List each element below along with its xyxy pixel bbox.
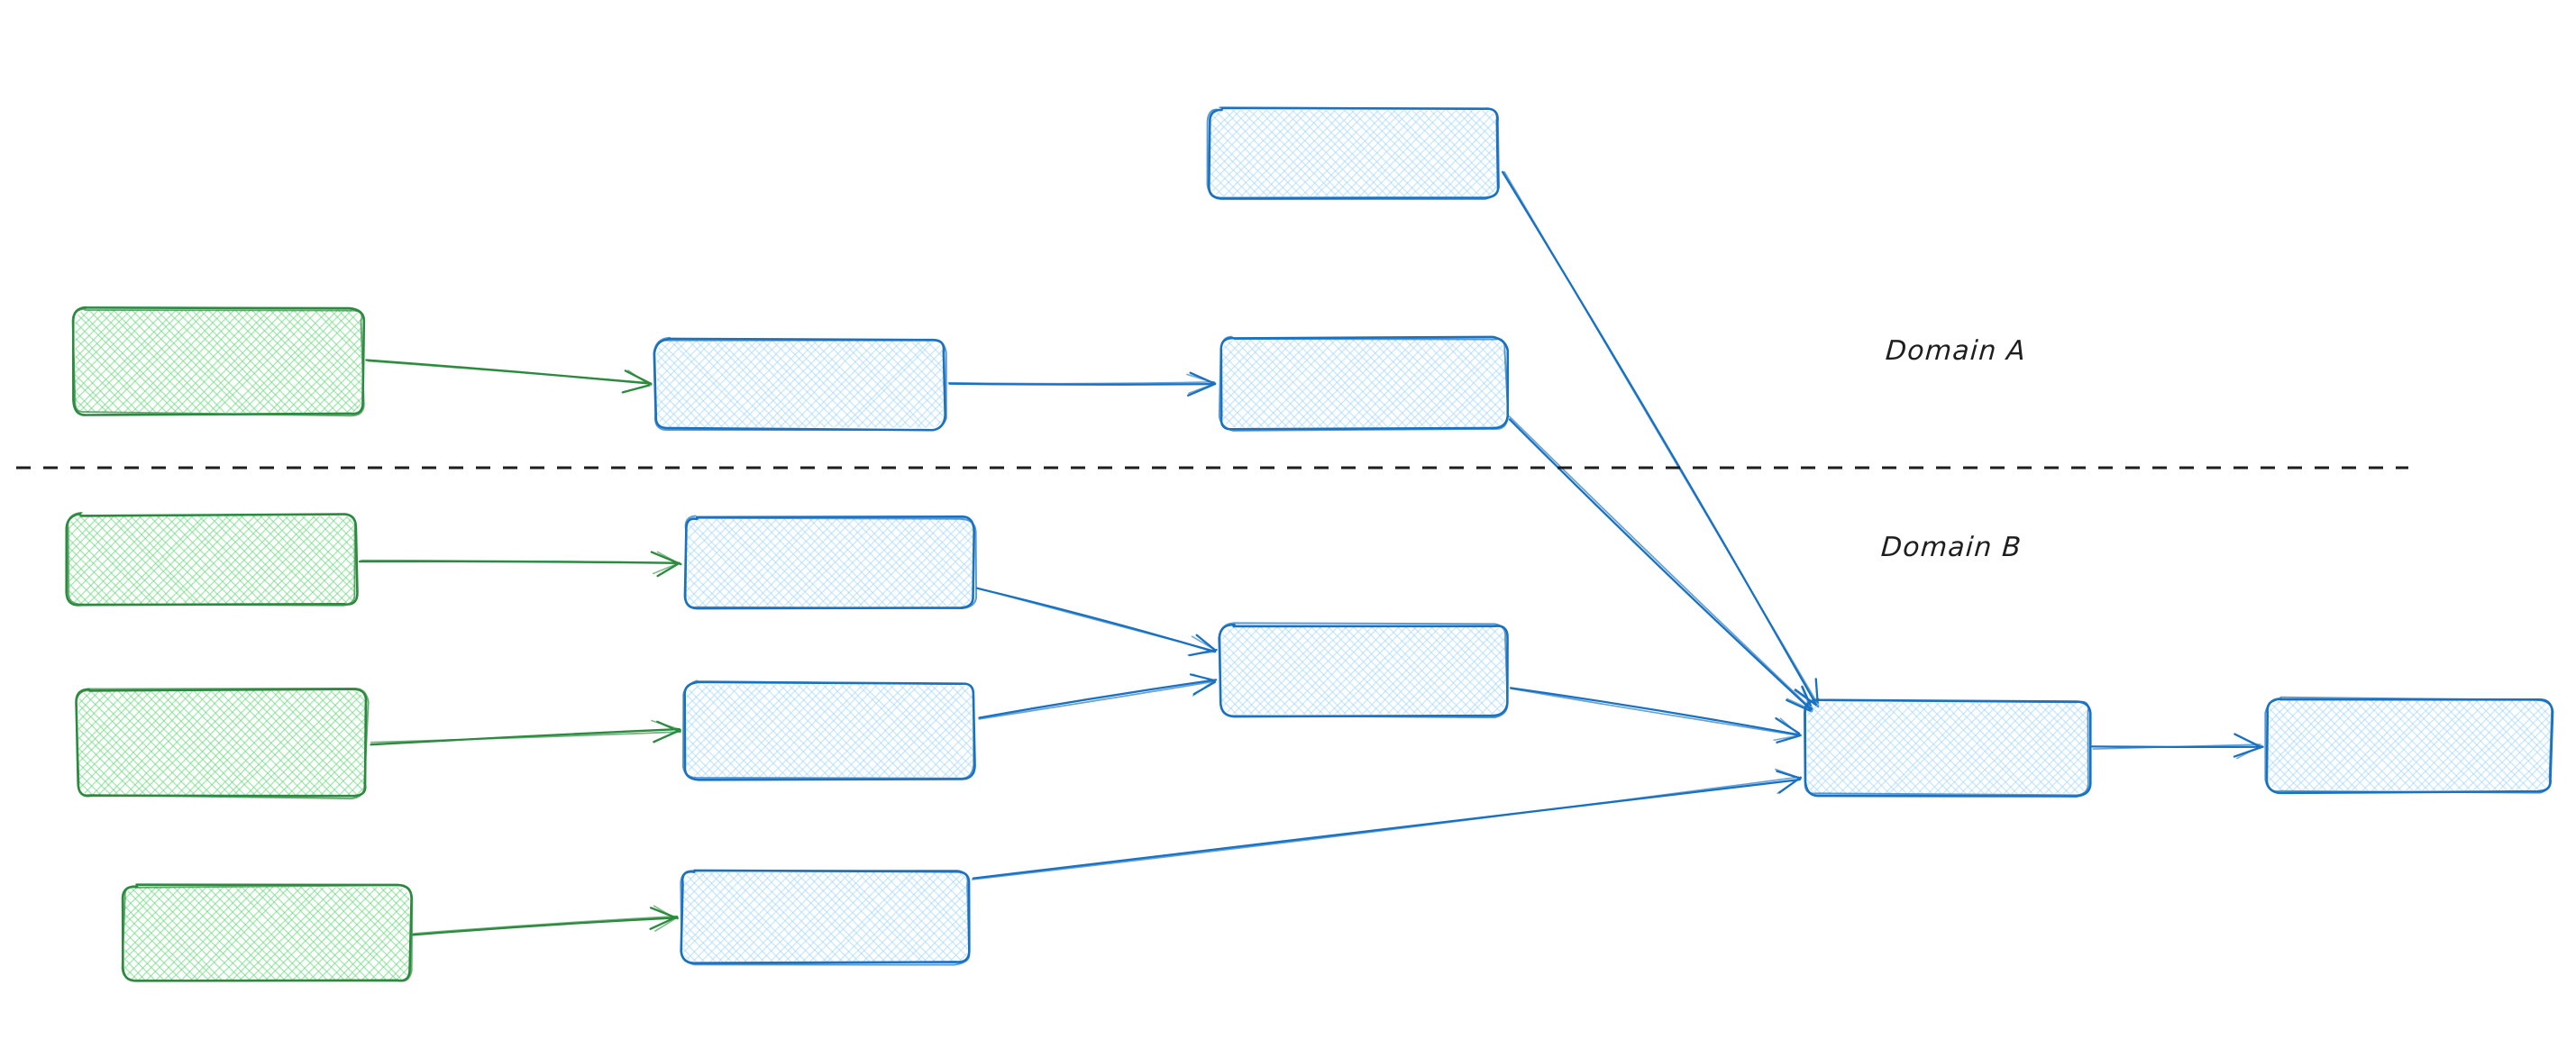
domain-b-label: Domain B bbox=[1879, 532, 2023, 563]
node-b-merge[interactable] bbox=[1093, 615, 1631, 726]
node-b-src-1[interactable] bbox=[0, 504, 480, 616]
edge-b-src-2-to-b-proc-2 bbox=[370, 719, 681, 746]
node-a-out[interactable] bbox=[1095, 328, 1631, 440]
edge-b-proc-1-to-b-merge bbox=[976, 587, 1218, 657]
node-b-sink[interactable] bbox=[2139, 689, 2576, 802]
edge-b-merge-to-b-hub bbox=[1509, 687, 1802, 743]
node-b-hub[interactable] bbox=[1676, 690, 2217, 805]
edge-layer bbox=[358, 170, 2264, 936]
node-b-proc-3[interactable] bbox=[553, 861, 1092, 974]
node-b-proc-2[interactable] bbox=[553, 672, 1105, 789]
domain-a-label: Domain A bbox=[1884, 335, 2028, 367]
edge-a-mid-to-a-out bbox=[947, 371, 1217, 397]
node-b-src-2[interactable] bbox=[0, 679, 506, 807]
edge-b-src-1-to-b-proc-1 bbox=[358, 551, 682, 578]
edge-a-top-to-b-hub bbox=[1501, 170, 1820, 708]
node-b-proc-1[interactable] bbox=[559, 507, 1095, 619]
node-b-src-3[interactable] bbox=[0, 875, 535, 991]
node-a-top[interactable] bbox=[1085, 98, 1620, 208]
node-a-mid[interactable] bbox=[529, 329, 1066, 439]
edge-b-hub-to-b-sink bbox=[2091, 733, 2264, 760]
edge-b-src-3-to-b-proc-3 bbox=[412, 905, 679, 936]
edge-b-proc-2-to-b-merge bbox=[978, 673, 1218, 720]
edge-b-proc-3-to-b-hub bbox=[971, 768, 1802, 880]
node-a-src[interactable] bbox=[0, 298, 504, 424]
edge-a-out-to-b-hub bbox=[1508, 415, 1813, 713]
node-layer bbox=[0, 98, 2576, 991]
edge-a-src-to-a-mid bbox=[365, 359, 653, 394]
